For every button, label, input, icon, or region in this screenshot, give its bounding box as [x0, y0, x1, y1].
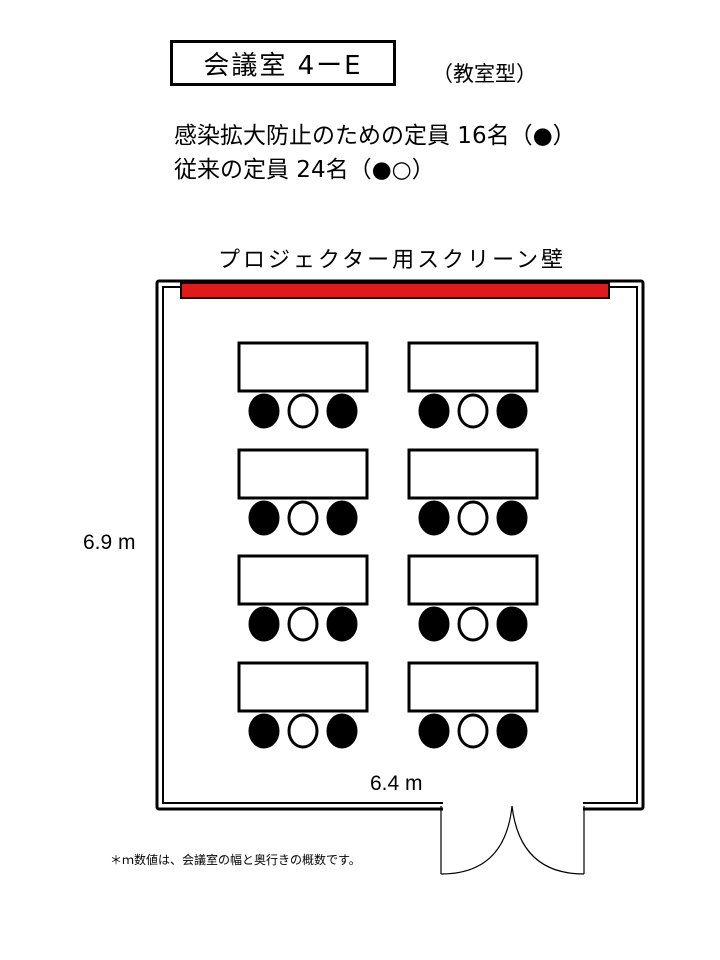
seat-occupied	[326, 500, 358, 536]
seat-vacant	[287, 500, 319, 536]
seat-occupied	[248, 713, 280, 749]
desk-group	[407, 341, 539, 429]
desk	[407, 448, 539, 500]
seat-occupied	[326, 393, 358, 429]
seat-vacant	[457, 606, 489, 642]
projector-screen	[180, 282, 610, 299]
seat-occupied	[496, 500, 528, 536]
room-inner-wall	[162, 286, 638, 804]
desk	[407, 661, 539, 713]
seat-occupied	[496, 606, 528, 642]
seat-occupied	[418, 500, 450, 536]
room-outer-wall	[155, 279, 645, 811]
seat-occupied	[418, 606, 450, 642]
seat-occupied	[248, 606, 280, 642]
door-left-swing	[440, 805, 513, 875]
seat-occupied	[496, 713, 528, 749]
desk-group	[237, 554, 369, 642]
seat-vacant	[287, 393, 319, 429]
seat-vacant	[457, 500, 489, 536]
door-right-swing	[511, 805, 585, 875]
desk	[237, 341, 369, 393]
desk	[237, 448, 369, 500]
seat-occupied	[418, 393, 450, 429]
screen-wall-label: プロジェクター用スクリーン壁	[218, 248, 567, 273]
desk	[237, 554, 369, 606]
desk-group	[407, 448, 539, 536]
footnote: ＊ｍ数値は、会議室の幅と奥行きの概数です。	[110, 853, 361, 867]
desk-group	[237, 661, 369, 749]
dimension-depth: 6.9 m	[83, 531, 136, 554]
seat-occupied	[326, 713, 358, 749]
dimension-width: 6.4 m	[370, 772, 423, 795]
seat-vacant	[457, 393, 489, 429]
seat-occupied	[248, 393, 280, 429]
capacity-infection-prevention: 感染拡大防止のための定員 16名（●）	[174, 123, 576, 149]
desk-group	[407, 661, 539, 749]
desk	[407, 554, 539, 606]
seat-occupied	[418, 713, 450, 749]
tables-layer	[237, 341, 539, 749]
capacity-conventional: 従来の定員 24名（●○）	[174, 157, 435, 183]
desk	[237, 661, 369, 713]
door-icon	[440, 805, 585, 875]
seat-vacant	[457, 713, 489, 749]
desk-group	[237, 448, 369, 536]
room-title-box: 会議室 4ーE	[170, 40, 396, 86]
seat-occupied	[496, 393, 528, 429]
door-opening-gap	[443, 800, 583, 812]
desk	[407, 341, 539, 393]
room-title: 会議室 4ーE	[203, 50, 363, 81]
seat-vacant	[287, 713, 319, 749]
desk-group	[237, 341, 369, 429]
seat-occupied	[326, 606, 358, 642]
seat-vacant	[287, 606, 319, 642]
room-layout-type: （教室型）	[432, 62, 537, 86]
desk-group	[407, 554, 539, 642]
seat-occupied	[248, 500, 280, 536]
